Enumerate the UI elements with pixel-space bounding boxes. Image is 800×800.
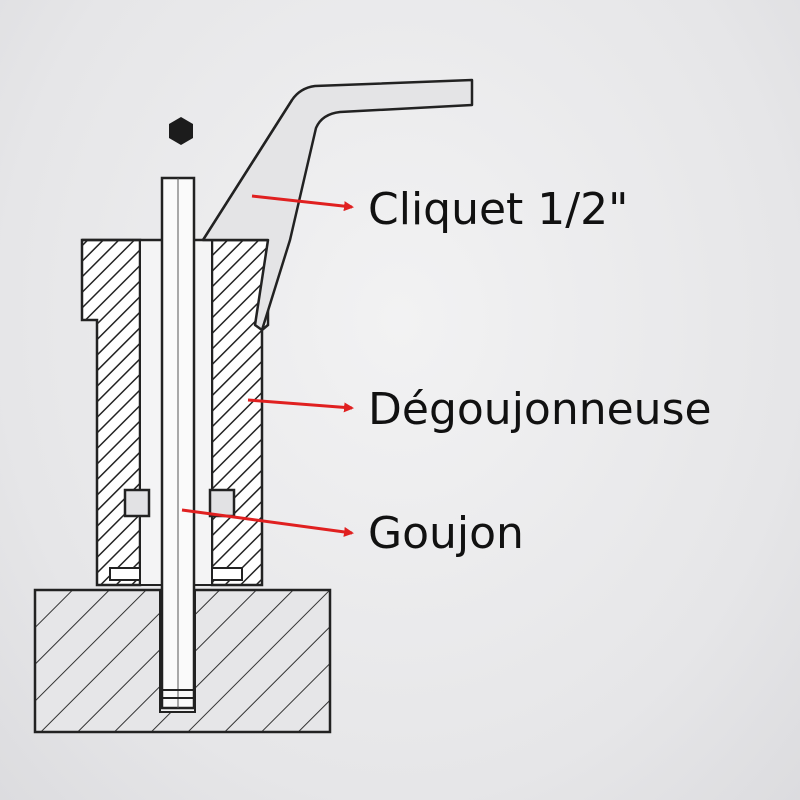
arrow-goujon (181, 508, 354, 537)
label-cliquet: Cliquet 1/2" (368, 184, 629, 235)
hexagon-icon (169, 117, 193, 145)
stud (160, 176, 196, 710)
label-degoujonneuse: Dégoujonneuse (368, 384, 712, 435)
label-goujon: Goujon (368, 508, 524, 559)
ratchet-handle (201, 78, 474, 332)
arrow-cliquet (251, 194, 354, 212)
arrow-degoujonneuse (247, 398, 354, 413)
